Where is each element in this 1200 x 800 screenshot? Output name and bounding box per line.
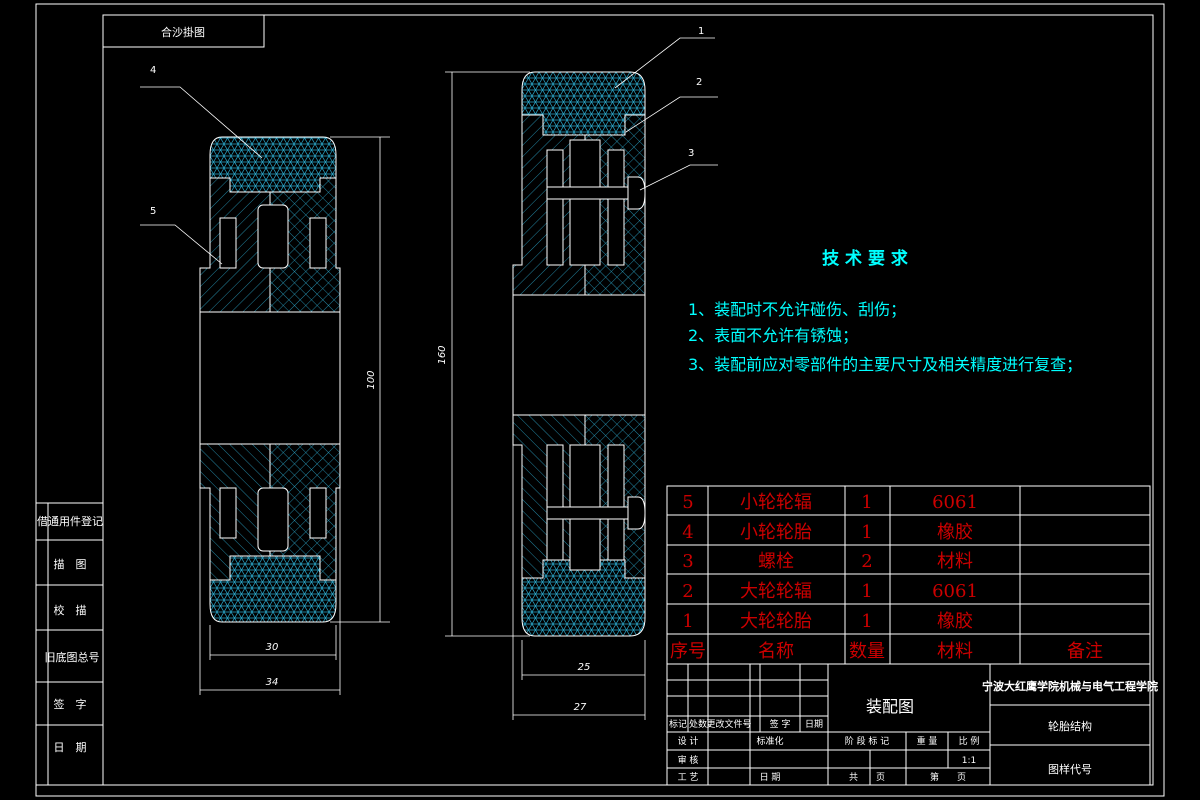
tb-label-signature: 签 字: [770, 718, 791, 730]
header-box-label: 合沙掛图: [161, 25, 205, 39]
bom-r1-name: 小轮轮辐: [740, 492, 812, 513]
tb-title: 轮胎结构: [1048, 719, 1092, 733]
tb-weight: 重 量: [917, 735, 938, 747]
bom-r3-no: 3: [682, 551, 693, 572]
dim-left-height: 100: [366, 370, 377, 389]
sidebar-item-trace: 描 图: [54, 557, 87, 571]
tech-requirement-3: 3、装配前应对零部件的主要尺寸及相关精度进行复查；: [688, 355, 1082, 374]
bom-r2-qty: 1: [861, 522, 872, 543]
bom-r4-qty: 1: [861, 581, 872, 602]
bom-r3-mat: 材料: [937, 551, 973, 572]
tb-sheet: 第 页: [930, 771, 966, 783]
dim-right-height: 160: [437, 345, 448, 364]
bom-r2-mat: 橡胶: [937, 522, 973, 543]
tb-standardization: 标准化: [756, 735, 783, 747]
bom-r1-no: 5: [682, 492, 693, 513]
tb-design: 设 计: [678, 735, 699, 747]
title-block: [666, 663, 1151, 786]
bom-r2-name: 小轮轮胎: [740, 522, 812, 543]
sidebar-item-old-number: 旧底图总号: [45, 650, 100, 664]
tech-requirement-1: 1、装配时不允许碰伤、刮伤；: [688, 300, 906, 319]
tb-scale: 1:1: [962, 756, 976, 766]
bom-header-remark: 备注: [1067, 641, 1103, 662]
bom-r3-name: 螺栓: [758, 551, 794, 572]
bom-r5-mat: 橡胶: [937, 611, 973, 632]
bom-r3-qty: 2: [861, 551, 872, 572]
sidebar-item-borrowed: 借通用件登记: [37, 514, 103, 528]
sidebar-item-signature: 签 字: [54, 697, 87, 711]
tb-total-sheets: 共 页: [849, 772, 885, 783]
tech-requirements-title: 技 术 要 求: [822, 248, 908, 269]
large-wheel-section: [512, 71, 646, 637]
bom-header-mat: 材料: [937, 641, 973, 662]
bom-header-no: 序号: [670, 641, 706, 662]
tb-date: 日 期: [760, 772, 781, 783]
tb-label-date: 日期: [805, 719, 823, 730]
small-wheel-section: [199, 136, 341, 623]
bom-r2-no: 4: [682, 522, 693, 543]
bom-rows: 5 小轮轮辐 1 6061 4 小轮轮胎 1 橡胶 3 螺栓 2 材料 2 大轮…: [670, 492, 1103, 662]
bom-r4-mat: 6061: [932, 581, 978, 602]
bom-r5-name: 大轮轮胎: [740, 611, 812, 632]
bom-r1-mat: 6061: [932, 492, 978, 513]
bom-r1-qty: 1: [861, 492, 872, 513]
callout-3: 3: [688, 148, 694, 159]
tb-stage-mark: 阶 段 标 记: [845, 735, 890, 747]
callout-4: 4: [150, 65, 156, 76]
tb-label-count: 处数: [689, 718, 707, 730]
dim-right-inner-width: 25: [578, 662, 591, 673]
tb-drawing-name: 装配图: [866, 697, 914, 716]
tb-label-mark: 标记: [669, 718, 687, 730]
dim-left-outer-width: 34: [266, 677, 279, 688]
callout-1: 1: [698, 26, 704, 37]
callout-5: 5: [150, 206, 156, 217]
tb-process: 工 艺: [678, 772, 699, 783]
drawing-frame: [35, 3, 1165, 797]
large-wheel-dimensions: [445, 37, 718, 720]
tb-school: 宁波大红鹰学院机械与电气工程学院: [982, 679, 1158, 693]
bom-header-name: 名称: [758, 641, 794, 662]
small-wheel-dimensions: [140, 86, 390, 695]
sidebar-item-date: 日 期: [54, 741, 87, 754]
title-block-text: 标记 处数 更改文件号 签 字 日期 设 计 标准化 审 核 工 艺 日 期 装…: [669, 679, 1158, 783]
bom-header-qty: 数量: [849, 641, 885, 662]
tb-label-change-doc: 更改文件号: [706, 718, 751, 730]
bom-r4-no: 2: [682, 581, 693, 602]
callout-2: 2: [696, 77, 702, 88]
dim-right-outer-width: 27: [574, 702, 587, 713]
bom-r5-qty: 1: [861, 611, 872, 632]
sidebar-labels: 借通用件登记 描 图 校 描 旧底图总号 签 字 日 期: [37, 514, 103, 754]
tb-drawing-code: 图样代号: [1048, 762, 1092, 776]
tb-scale-label: 比 例: [959, 735, 980, 747]
bom-r4-name: 大轮轮辐: [740, 581, 812, 602]
sidebar-item-check: 校 描: [54, 603, 87, 617]
tech-requirement-2: 2、表面不允许有锈蚀；: [688, 326, 858, 345]
bom-r5-no: 1: [682, 611, 693, 632]
left-sidebar: [35, 502, 104, 786]
tb-review: 审 核: [678, 754, 699, 766]
dim-left-inner-width: 30: [266, 642, 279, 653]
